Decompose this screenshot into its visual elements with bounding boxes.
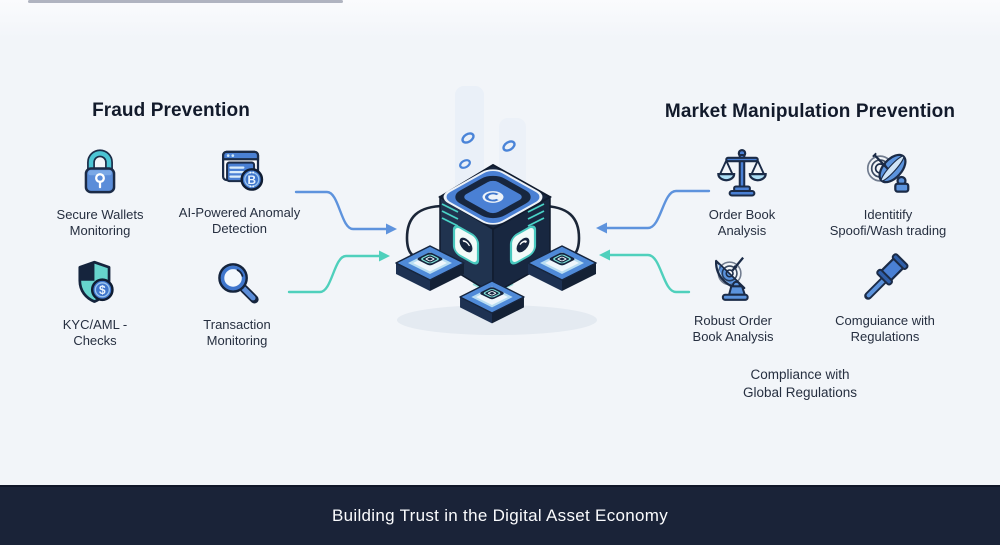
svg-text:B: B — [247, 173, 256, 187]
svg-text:$: $ — [99, 283, 106, 297]
item-label: Comguiance with Regulations — [835, 313, 935, 345]
item-label: AI-Powered Anomaly Detection — [178, 205, 301, 237]
cube-stripes — [441, 203, 545, 227]
item-secure-wallets-monitoring: Secure Wallets Monitoring — [25, 146, 175, 240]
shield-dollar-icon: $ — [68, 256, 122, 310]
global-compliance-note: Compliance with Global Regulations — [742, 367, 858, 400]
item-kyc-aml-checks: $ KYC/AML - Checks — [20, 256, 170, 350]
footer-banner: Building Trust in the Digital Asset Econ… — [0, 487, 1000, 545]
blockchain-hub-illustration — [395, 86, 597, 335]
gavel-icon — [858, 252, 912, 306]
footer-text: Building Trust in the Digital Asset Econ… — [331, 506, 669, 525]
scales-icon — [715, 146, 769, 200]
teal-circuits — [432, 251, 557, 296]
market-manipulation-title: Market Manipulation Prevention — [664, 101, 956, 122]
node-pad-left — [395, 245, 465, 291]
cube-top-logo — [443, 169, 543, 225]
item-transaction-monitoring: Transaction Monitoring — [162, 256, 312, 350]
cube-badge-right — [509, 225, 537, 265]
satellite-dish-icon — [706, 252, 760, 306]
item-label: Order Book Analysis — [708, 207, 776, 239]
item-ai-anomaly-detection: B AI-Powered Anomaly Detection — [157, 144, 322, 238]
item-compliance-regulations: Comguiance with Regulations — [800, 252, 970, 346]
item-label: Transaction Monitoring — [203, 317, 271, 349]
main-cube — [438, 163, 553, 296]
hub-shadow — [397, 305, 597, 335]
network-wires — [405, 202, 581, 259]
item-label: Robust Order Book Analysis — [692, 313, 774, 345]
item-robust-order-book: Robust Order Book Analysis — [658, 252, 808, 346]
lock-icon — [73, 146, 127, 200]
item-identify-spoofing: Identitify Spoofi/Wash trading — [803, 146, 973, 240]
radar-dish-icon — [861, 146, 915, 200]
item-label: KYC/AML - Checks — [62, 317, 128, 349]
node-pad-bottom — [459, 280, 525, 324]
item-label: Identitify Spoofi/Wash trading — [829, 207, 947, 239]
item-label: Secure Wallets Monitoring — [56, 207, 144, 239]
node-pad-right — [527, 245, 597, 291]
cube-badge-left — [452, 225, 480, 265]
floating-panels — [455, 86, 526, 221]
browser-bitcoin-icon: B — [213, 144, 267, 198]
magnifier-icon — [210, 256, 264, 310]
item-order-book-analysis: Order Book Analysis — [667, 146, 817, 240]
fraud-prevention-title: Fraud Prevention — [92, 100, 250, 121]
top-accent-strip — [28, 0, 343, 3]
